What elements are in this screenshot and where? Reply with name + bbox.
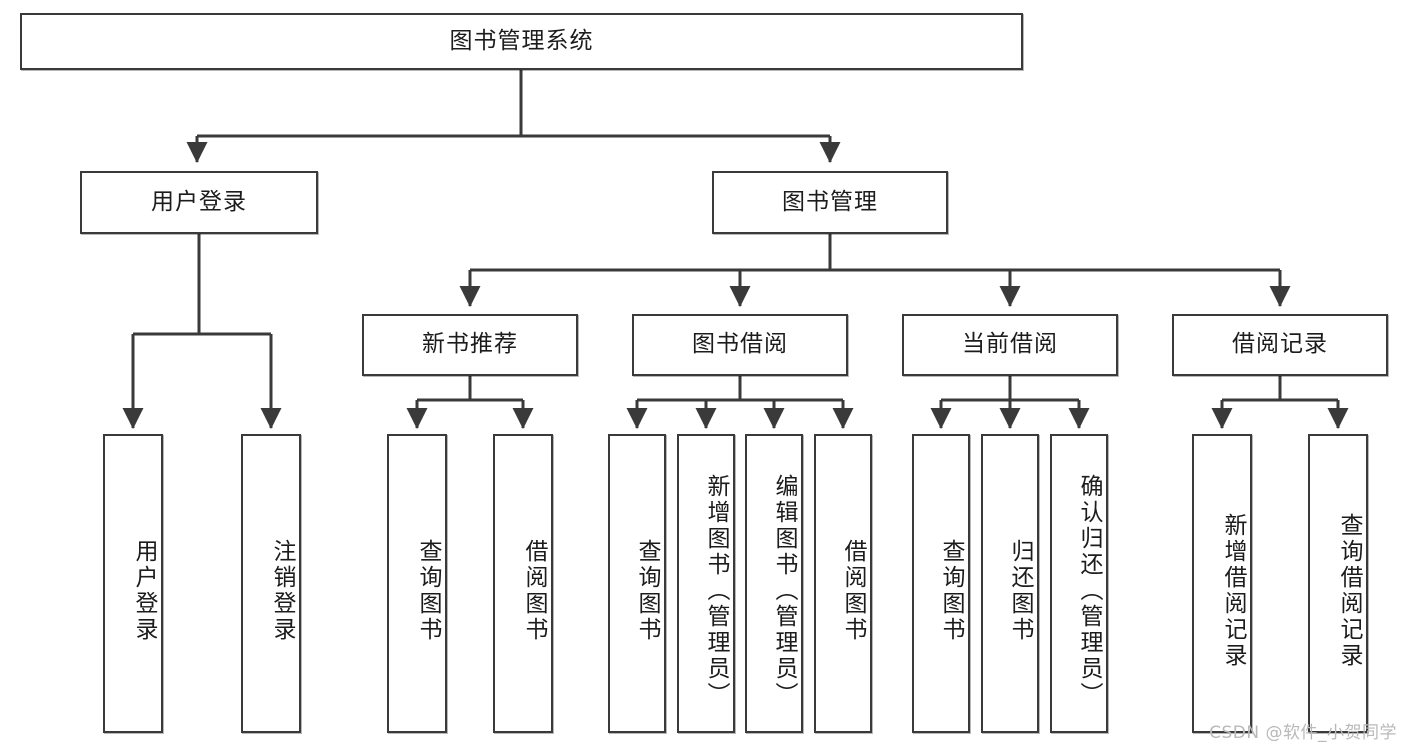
node-leaf-borrow-edit-book[interactable]: 编辑图书（管理员） bbox=[745, 434, 803, 733]
node-root[interactable]: 图书管理系统 bbox=[20, 13, 1023, 70]
node-leaf-cur-return-book-label: 归还图书 bbox=[1007, 538, 1033, 643]
node-leaf-user-login-label: 用户登录 bbox=[131, 538, 157, 643]
node-leaf-rec-borrow-book-label: 借阅图书 bbox=[521, 538, 547, 643]
node-leaf-cur-query-book[interactable]: 查询图书 bbox=[912, 434, 970, 733]
node-user-login[interactable]: 用户登录 bbox=[80, 171, 318, 234]
node-leaf-record-add[interactable]: 新增借阅记录 bbox=[1192, 434, 1252, 733]
node-leaf-cur-query-book-label: 查询图书 bbox=[938, 538, 964, 643]
node-leaf-borrow-edit-book-label: 编辑图书（管理员） bbox=[771, 473, 797, 708]
node-current-borrow[interactable]: 当前借阅 bbox=[902, 314, 1118, 376]
node-book-manage-label: 图书管理 bbox=[782, 188, 878, 215]
node-leaf-borrow-add-book[interactable]: 新增图书（管理员） bbox=[677, 434, 735, 733]
node-current-borrow-label: 当前借阅 bbox=[962, 331, 1058, 358]
node-leaf-cur-return-book[interactable]: 归还图书 bbox=[981, 434, 1039, 733]
node-leaf-record-query-label: 查询借阅记录 bbox=[1336, 512, 1362, 669]
node-leaf-borrow-borrow-book-label: 借阅图书 bbox=[840, 538, 866, 643]
node-new-book-recommend-label: 新书推荐 bbox=[422, 331, 518, 358]
node-book-manage[interactable]: 图书管理 bbox=[712, 171, 948, 234]
node-leaf-logout-label: 注销登录 bbox=[269, 538, 295, 643]
node-leaf-borrow-query-book[interactable]: 查询图书 bbox=[608, 434, 666, 733]
node-book-borrow[interactable]: 图书借阅 bbox=[632, 314, 848, 376]
node-leaf-logout[interactable]: 注销登录 bbox=[241, 434, 301, 733]
node-borrow-record[interactable]: 借阅记录 bbox=[1172, 314, 1388, 376]
node-book-borrow-label: 图书借阅 bbox=[692, 331, 788, 358]
node-leaf-cur-confirm-return-label: 确认归还（管理员） bbox=[1076, 473, 1102, 708]
node-user-login-label: 用户登录 bbox=[151, 188, 247, 215]
node-leaf-record-query[interactable]: 查询借阅记录 bbox=[1308, 434, 1368, 733]
node-leaf-rec-query-book[interactable]: 查询图书 bbox=[387, 434, 447, 733]
node-leaf-borrow-query-book-label: 查询图书 bbox=[634, 538, 660, 643]
watermark: CSDN @软件_小贺同学 bbox=[1209, 723, 1397, 743]
node-new-book-recommend[interactable]: 新书推荐 bbox=[362, 314, 578, 376]
node-root-label: 图书管理系统 bbox=[449, 27, 594, 54]
node-leaf-rec-query-book-label: 查询图书 bbox=[415, 538, 441, 643]
node-leaf-record-add-label: 新增借阅记录 bbox=[1220, 512, 1246, 669]
node-leaf-borrow-add-book-label: 新增图书（管理员） bbox=[703, 473, 729, 708]
node-leaf-cur-confirm-return[interactable]: 确认归还（管理员） bbox=[1050, 434, 1108, 733]
node-leaf-rec-borrow-book[interactable]: 借阅图书 bbox=[493, 434, 553, 733]
node-leaf-user-login[interactable]: 用户登录 bbox=[103, 434, 163, 733]
node-leaf-borrow-borrow-book[interactable]: 借阅图书 bbox=[814, 434, 872, 733]
node-borrow-record-label: 借阅记录 bbox=[1232, 331, 1328, 358]
